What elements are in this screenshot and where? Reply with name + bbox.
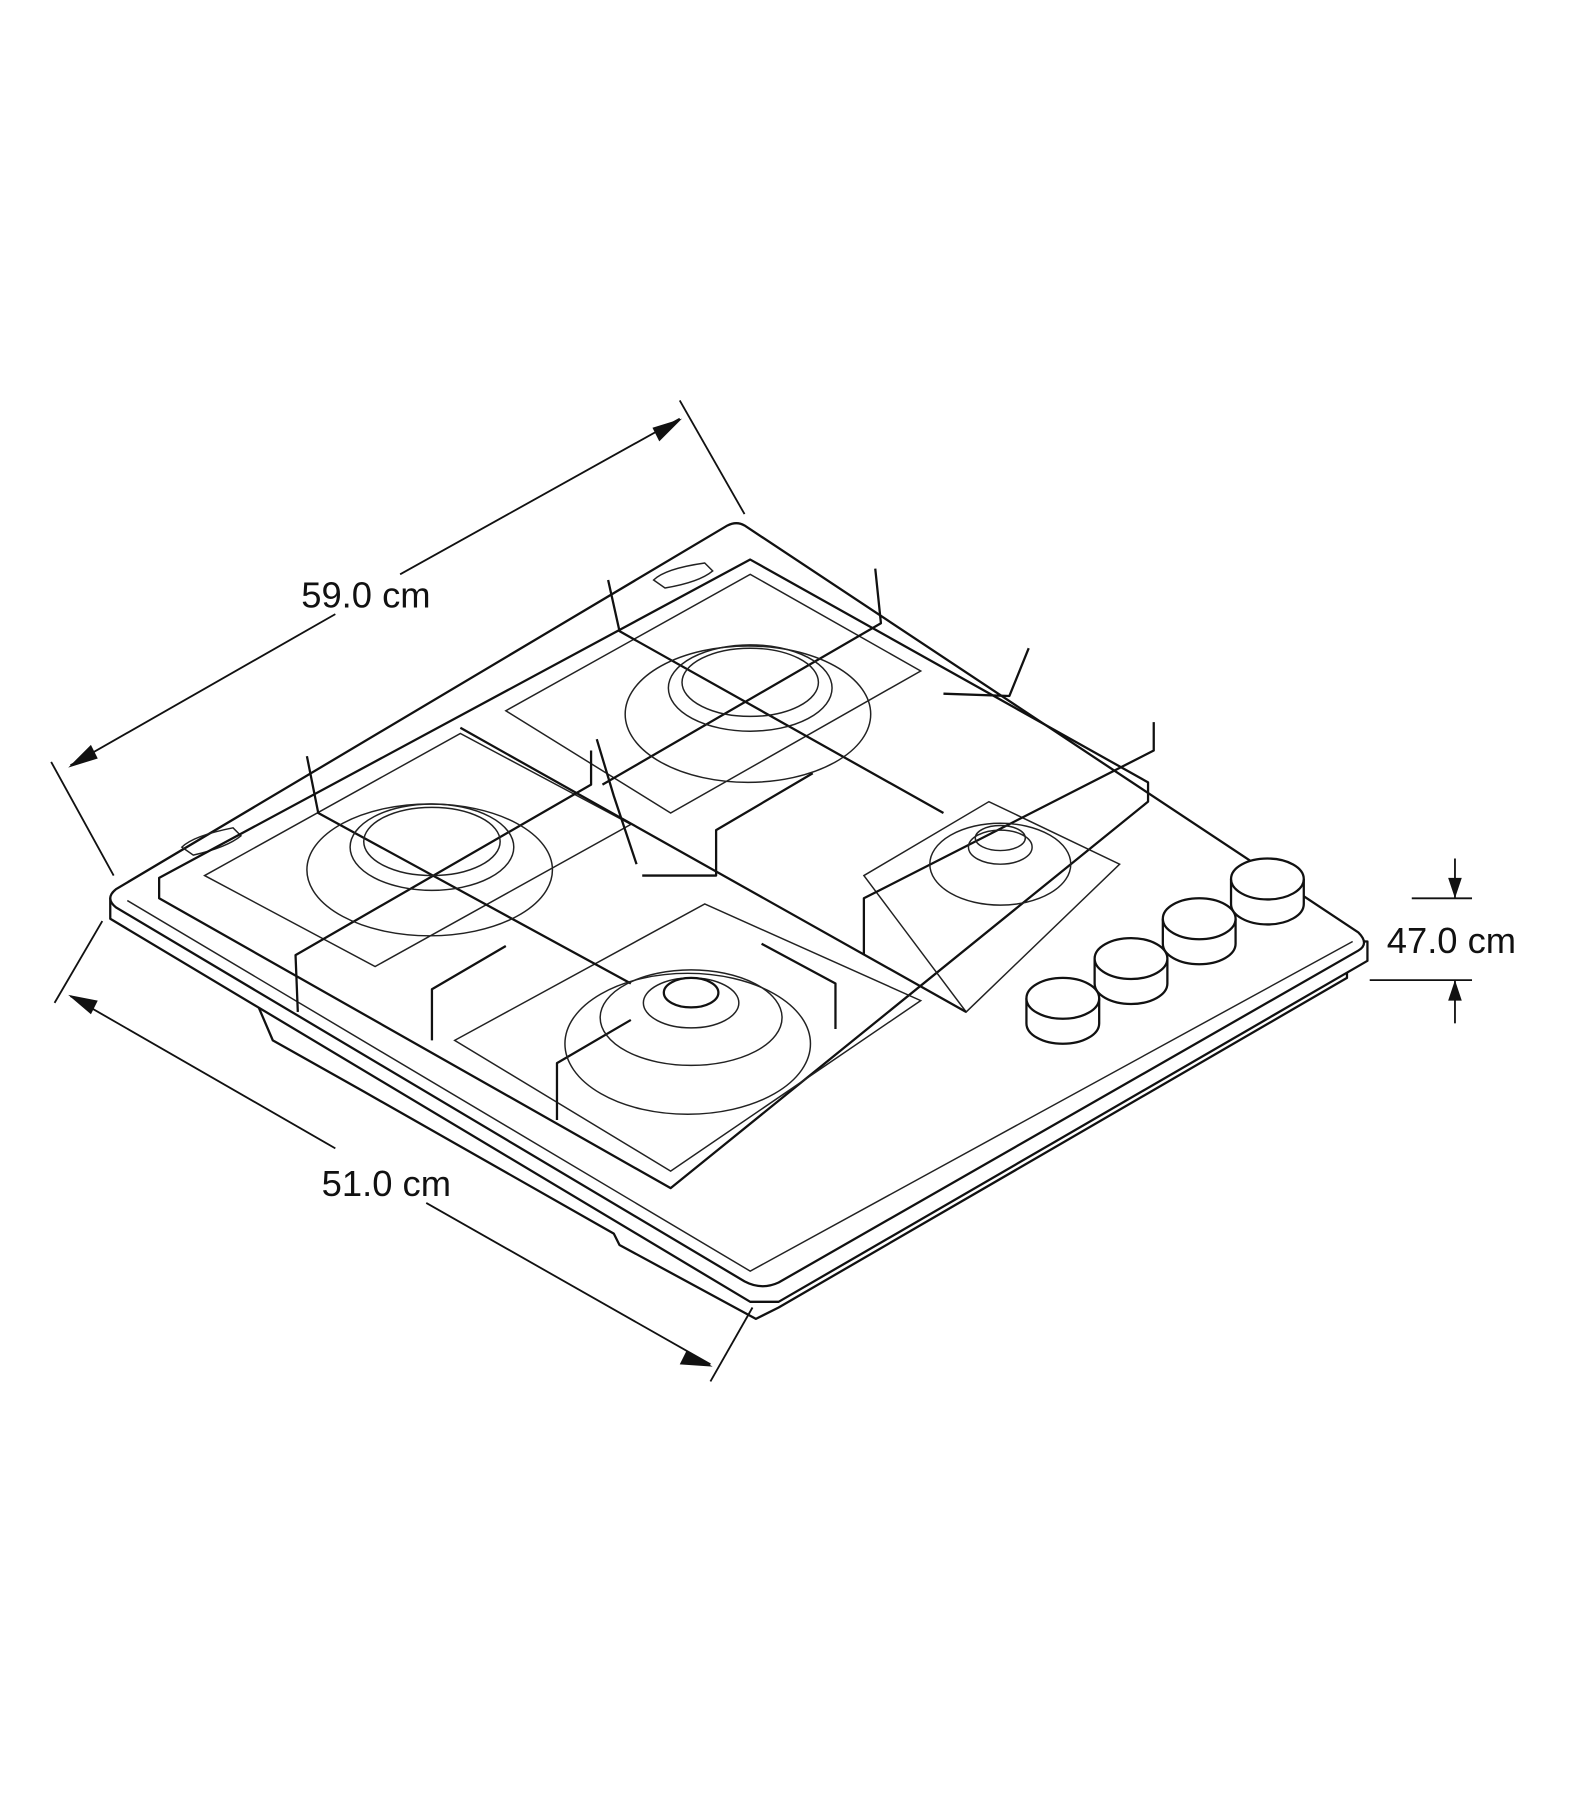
knob-1 [1025, 976, 1101, 1045]
knob-2 [1093, 936, 1169, 1006]
height-label: 47.0 cm [1387, 920, 1516, 961]
knob-4 [1229, 857, 1305, 926]
hob-body [109, 522, 1369, 1321]
dimension-width: 59.0 cm [50, 399, 746, 876]
pan-support-grates [158, 558, 1155, 1190]
dimension-height: 47.0 cm [1369, 858, 1516, 1024]
burner-front-wok [564, 969, 812, 1116]
control-knobs [1025, 857, 1305, 1045]
burners [306, 644, 1072, 1116]
depth-label: 51.0 cm [322, 1163, 451, 1204]
burner-rear-left [306, 803, 554, 937]
burner-rear-center [624, 644, 872, 784]
knob-3 [1161, 897, 1237, 966]
width-label: 59.0 cm [301, 574, 430, 615]
dimension-depth: 51.0 cm [53, 920, 754, 1382]
burner-right-small [929, 822, 1072, 906]
